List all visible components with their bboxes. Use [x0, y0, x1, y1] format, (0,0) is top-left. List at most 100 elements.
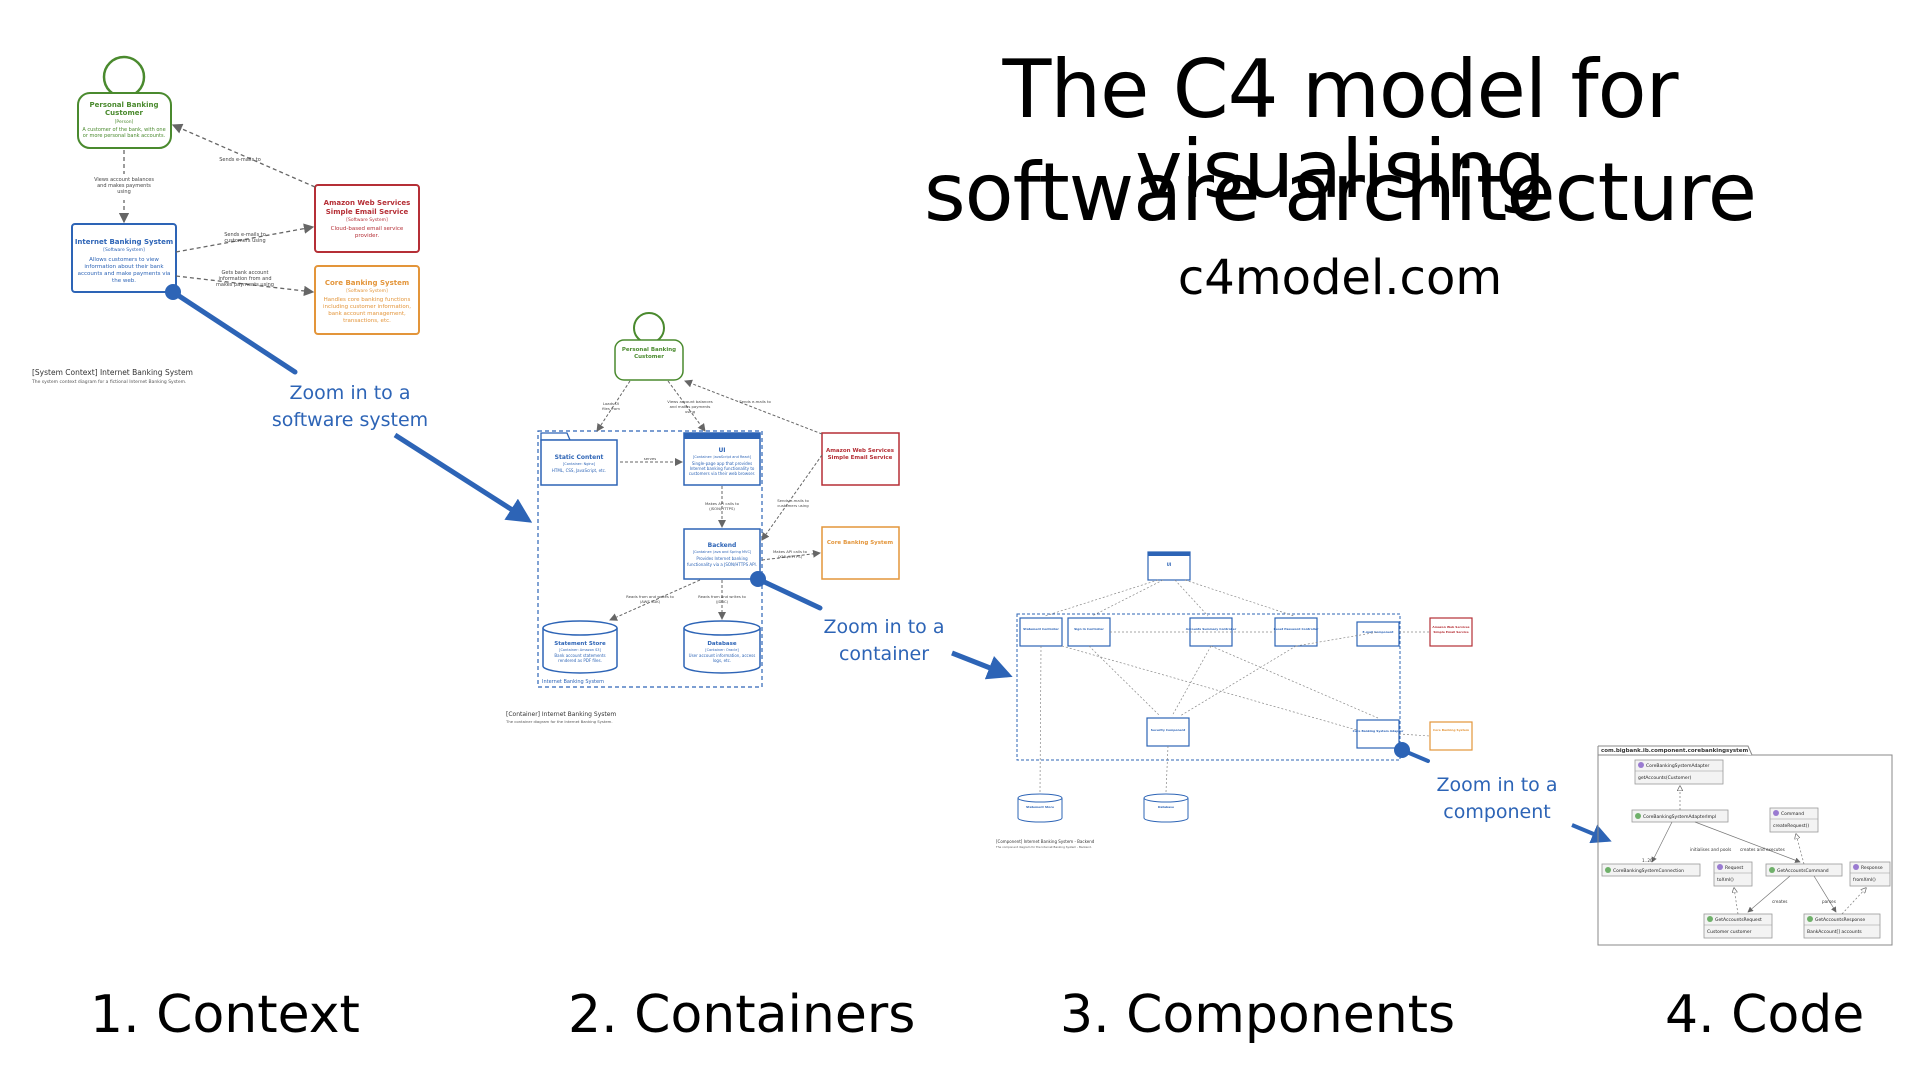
class-get-resp-name: GetAccountsResponse: [1815, 917, 1865, 923]
zoom-label-component-2: component: [1443, 801, 1551, 823]
level-code-label: 4. Code: [1665, 985, 1865, 1045]
context-diagram: Personal Banking Customer [Person] A cus…: [31, 55, 420, 385]
database-tag: [Container: Oracle]: [705, 648, 739, 652]
zoom-label-component-1: Zoom in to a: [1437, 774, 1558, 796]
email-component-name: E-mail Component: [1363, 630, 1394, 634]
reset-password-controller-name: Reset Password Controller: [1274, 627, 1319, 631]
context-aws-ses: Amazon Web Services Simple Email Service…: [314, 184, 420, 253]
class-connection: CoreBankingSystemConnection: [1601, 863, 1701, 877]
statement-store-name: Statement Store: [554, 641, 606, 647]
statement-store-tag: [Container: Amazon S3]: [559, 648, 601, 652]
context-ibs-tag: [Software System]: [103, 247, 145, 253]
backend-container-desc-2: functionality via a JSON/HTTPS API.: [687, 562, 757, 567]
context-rel-gets-2: information from and: [218, 276, 271, 282]
components-database: Database: [1143, 793, 1189, 823]
ui-container-tag: [Container: JavaScript and React]: [693, 455, 752, 459]
class-get-cmd-name: GetAccountsCommand: [1777, 868, 1829, 874]
security-component-name: Security Component: [1151, 728, 1186, 732]
components-boundary: [1016, 613, 1401, 761]
class-core-banking-adapter: CoreBankingSystemAdapter getAccounts(Cus…: [1634, 759, 1724, 785]
context-caption: [System Context] Internet Banking System: [32, 368, 193, 377]
containers-rel-views-1: Views account balances: [667, 399, 712, 404]
class-get-req-name: GetAccountsRequest: [1715, 917, 1762, 923]
context-internet-banking-system: Internet Banking System [Software System…: [71, 223, 177, 293]
containers-person-name-1: Personal Banking: [622, 347, 676, 353]
components-controllers: Statement Controller Sign In Controller …: [1019, 617, 1400, 647]
containers-rel-api-core-1: Makes API calls to: [773, 549, 808, 554]
class-core-banking-adapter-impl: CoreBankingSystemAdapterImpl: [1631, 809, 1729, 823]
context-core-desc-3: bank account management,: [328, 311, 406, 317]
class-icon: [1769, 867, 1775, 873]
components-aws-name-2: Simple Email Service: [1433, 630, 1468, 634]
static-content-desc: HTML, CSS, JavaScript, etc.: [552, 468, 606, 473]
containers-rel-loads-1: Loads UI: [603, 401, 619, 406]
class-connection-name: CoreBankingSystemConnection: [1613, 868, 1684, 874]
containers-core-name: Core Banking System: [827, 540, 893, 546]
class-adapter-method: getAccounts(Customer): [1638, 775, 1692, 781]
components-caption: [Component] Internet Banking System - Ba…: [996, 839, 1095, 844]
zoom-label-software-system-2: software system: [272, 409, 428, 431]
interface-icon: [1638, 762, 1644, 768]
context-aws-desc-2: provider.: [355, 233, 379, 239]
code-rel-creates: creates: [1772, 899, 1787, 904]
class-get-accounts-request: GetAccountsRequest Customer customer: [1703, 913, 1773, 939]
statement-controller-name: Statement Controller: [1023, 627, 1059, 631]
accounts-summary-controller-name: Accounts Summary Controller: [1186, 627, 1237, 631]
containers-rel-views-3: using: [685, 409, 696, 414]
components-aws-name-1: Amazon Web Services: [1432, 625, 1469, 629]
class-adapter-name: CoreBankingSystemAdapter: [1646, 763, 1709, 769]
code-rel-multiplicity: 1..20: [1642, 858, 1653, 863]
context-person-desc-1: A customer of the bank, with one: [82, 127, 165, 133]
statement-store-desc-1: Bank account statements: [554, 653, 605, 658]
containers-rel-api-core-2: (XML/HTTPS): [778, 554, 803, 559]
database-desc-1: User account information, access: [689, 653, 756, 658]
ui-container-name: UI: [718, 447, 725, 454]
context-rel-gets-1: Gets bank account: [222, 270, 269, 276]
site-url[interactable]: c4model.com: [1177, 250, 1503, 306]
class-icon: [1807, 916, 1813, 922]
context-core-desc-2: including customer information,: [323, 304, 411, 310]
code-package-name: com.bigbank.ib.component.corebankingsyst…: [1601, 748, 1749, 754]
database-cylinder: Database [Container: Oracle] User accoun…: [683, 620, 761, 674]
zoom-label-software-system-1: Zoom in to a: [290, 382, 411, 404]
class-response-name: Response: [1861, 865, 1883, 871]
containers-caption: [Container] Internet Banking System: [506, 711, 616, 718]
database-desc-2: logs, etc.: [713, 658, 731, 663]
context-aws-name-1: Amazon Web Services: [324, 199, 411, 207]
context-ibs-desc-1: Allows customers to view: [89, 257, 159, 263]
containers-boundary: [537, 430, 763, 688]
core-banking-adapter-name: Core Banking System Adapter: [1353, 729, 1404, 733]
containers-rel-reads-db-2: (JDBC): [716, 599, 729, 604]
person-head-icon: [102, 55, 146, 99]
components-ui-name: UI: [1167, 562, 1172, 567]
class-command-name: Command: [1781, 811, 1804, 817]
database-name: Database: [707, 641, 737, 647]
zoom-origin-dot: [165, 284, 181, 300]
class-request-name: Request: [1725, 865, 1744, 871]
context-rel-sends-email: Sends e-mails to: [219, 157, 261, 163]
context-person-name-2: Customer: [105, 109, 143, 117]
containers-rel-views-2: and makes payments: [670, 404, 711, 409]
class-get-accounts-response: GetAccountsResponse BankAccount[] accoun…: [1803, 913, 1881, 939]
interface-icon: [1853, 864, 1859, 870]
interface-icon: [1773, 810, 1779, 816]
class-request-method: toXml(): [1717, 877, 1734, 883]
class-command-method: createRequest(): [1773, 823, 1809, 829]
class-response: Response fromXml(): [1849, 861, 1891, 887]
zoom-origin-dot: [1394, 742, 1410, 758]
context-rel-sends-using-1: Sends e-mails to: [224, 232, 266, 238]
context-core-banking-system: Core Banking System [Software System] Ha…: [314, 265, 420, 335]
class-icon: [1635, 813, 1641, 819]
level-context-label: 1. Context: [90, 985, 360, 1045]
components-db-name: Database: [1158, 805, 1174, 809]
class-request: Request toXml(): [1713, 861, 1753, 887]
ui-container-desc-2: Internet banking functionality to: [690, 466, 755, 471]
context-aws-name-2: Simple Email Service: [326, 208, 409, 216]
ui-container-desc-1: Single-page app that provides: [692, 461, 752, 466]
level-components-label: 3. Components: [1060, 985, 1456, 1045]
components-store-name: Statement Store: [1026, 805, 1054, 809]
context-rel-views-1: Views account balances: [94, 177, 154, 183]
components-statement-store: Statement Store: [1017, 793, 1063, 823]
class-icon: [1707, 916, 1713, 922]
